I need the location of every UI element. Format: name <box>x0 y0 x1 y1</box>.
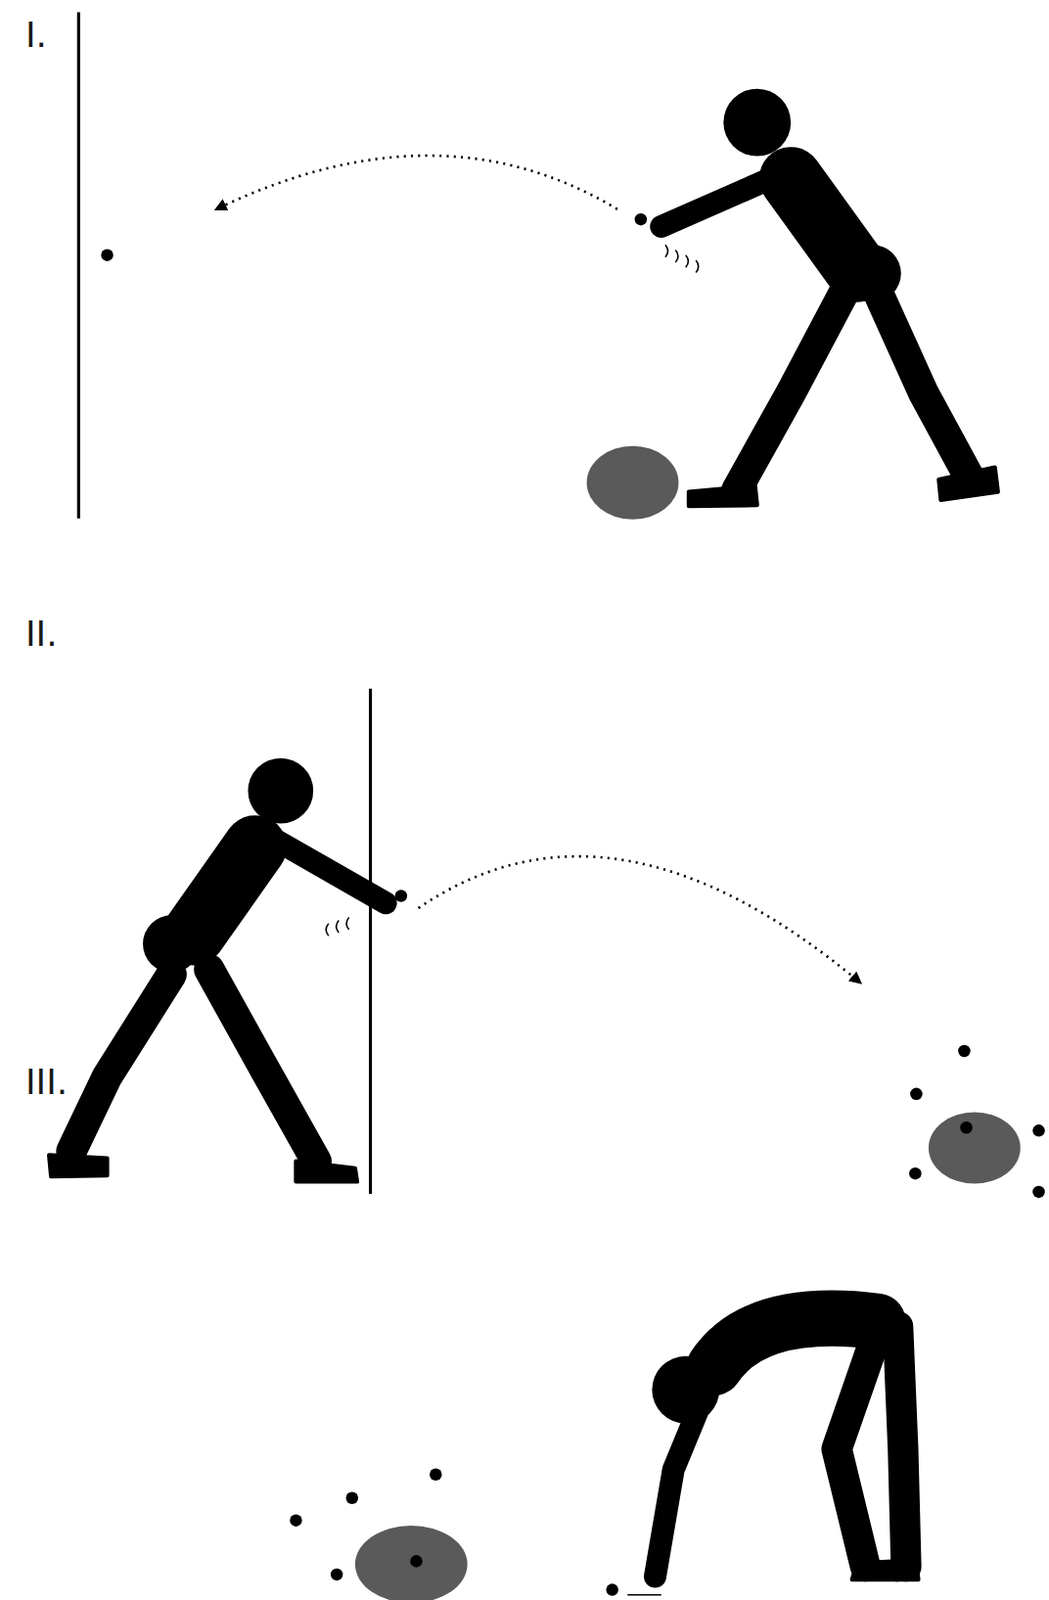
panel-two <box>48 688 1046 1198</box>
throw-arc <box>216 155 618 210</box>
picking-up-figure <box>651 1318 918 1580</box>
motion-marks <box>665 244 699 273</box>
thrower-figure <box>48 758 386 1183</box>
ball <box>100 248 114 262</box>
ball <box>605 1583 619 1597</box>
target-stone <box>587 446 680 520</box>
ground-mark <box>627 1594 661 1597</box>
target-stone <box>928 1112 1021 1185</box>
landed-balls <box>289 1467 442 1581</box>
throw-line <box>77 12 81 519</box>
thrower-figure <box>661 89 999 506</box>
panel-number: II. <box>25 616 58 652</box>
target-stone <box>355 1525 468 1600</box>
panel-three <box>289 1318 918 1600</box>
ball <box>635 213 648 227</box>
landed-balls <box>909 1045 1046 1198</box>
motion-marks <box>325 916 349 936</box>
panel-number: III. <box>25 1064 68 1100</box>
panel-one <box>78 12 998 520</box>
ball <box>395 889 409 903</box>
throw-arc <box>418 856 862 983</box>
throw-line <box>368 688 372 1194</box>
panel-number: I. <box>25 17 47 53</box>
